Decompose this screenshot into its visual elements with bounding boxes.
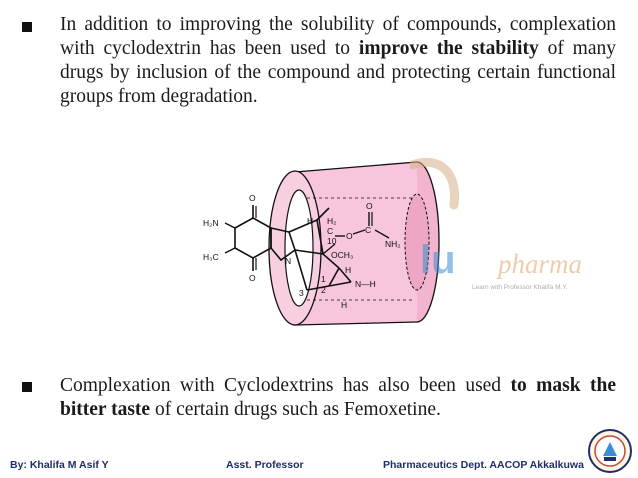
position-2-label: 2: [321, 285, 326, 295]
bullet-marker: [22, 382, 32, 392]
position-10-label: 10: [327, 236, 337, 246]
carbon-label: C: [327, 226, 333, 236]
paragraph-emphasis: to mask the bitter taste: [60, 375, 616, 420]
position-3-label: 3: [299, 288, 304, 298]
brand-tagline: Learn with Professor Khalifa M.Y.: [472, 284, 568, 291]
oxygen-bottom-label: O: [249, 273, 256, 283]
paragraph-stability: In addition to improving the solubility …: [60, 13, 616, 109]
methyl-group-label: H₃C: [203, 252, 219, 262]
hydrogen-label: H: [345, 265, 351, 275]
carbamate-carbon-label: C: [365, 225, 371, 235]
paragraph-taste-masking: Complexation with Cyclodextrins has also…: [60, 374, 616, 422]
paragraph-text: Complexation with Cyclodextrins has also…: [60, 375, 511, 396]
quinone-ring: [234, 217, 272, 259]
paragraph-text: of certain drugs such as Femoxetine.: [150, 399, 441, 420]
aziridine-nh-label: N—H: [355, 279, 376, 289]
methoxy-label: OCH₃: [331, 250, 353, 260]
amino-group-label: H₂N: [203, 218, 219, 228]
cyclodextrin-body: [295, 162, 417, 325]
bullet-marker: [22, 22, 32, 32]
carbonyl-oxygen-label: O: [366, 201, 373, 211]
footer-role: Asst. Professor: [226, 459, 304, 471]
footer-author: By: Khalifa M Asif Y: [10, 459, 109, 471]
brand-swoosh-icon: [410, 157, 460, 210]
carbamate-nh2-label: NH₂: [385, 239, 401, 249]
slide-footer: By: Khalifa M Asif Y Asst. Professor Pha…: [0, 455, 638, 475]
oxygen-top-label: O: [249, 193, 256, 203]
brand-watermark: lu pharma Learn with Professor Khalifa M…: [410, 157, 582, 291]
methylene-h2-label: H₂: [327, 216, 336, 226]
cyclodextrin-inclusion-figure: O O H₂N H₃C N H H₂ C 10 O C O NH₂ OCH₃ H…: [203, 161, 440, 326]
footer-department: Pharmaceutics Dept. AACOP Akkalkuwa: [383, 459, 584, 471]
hydrogen-label: H: [307, 216, 313, 226]
position-1-label: 1: [321, 274, 326, 284]
brand-name-right: pharma: [496, 249, 582, 279]
ester-oxygen-label: O: [346, 231, 353, 241]
brand-name-left: lu: [420, 238, 456, 282]
paragraph-emphasis: improve the stability: [358, 38, 539, 59]
paragraph-text: In addition to improving the solubility …: [60, 14, 616, 59]
hydrogen-label: H: [341, 300, 347, 310]
ring-nitrogen-label: N: [285, 256, 291, 266]
college-seal-icon: [588, 429, 632, 473]
paragraph-text: of many drugs by inclusion of the compou…: [60, 38, 616, 107]
